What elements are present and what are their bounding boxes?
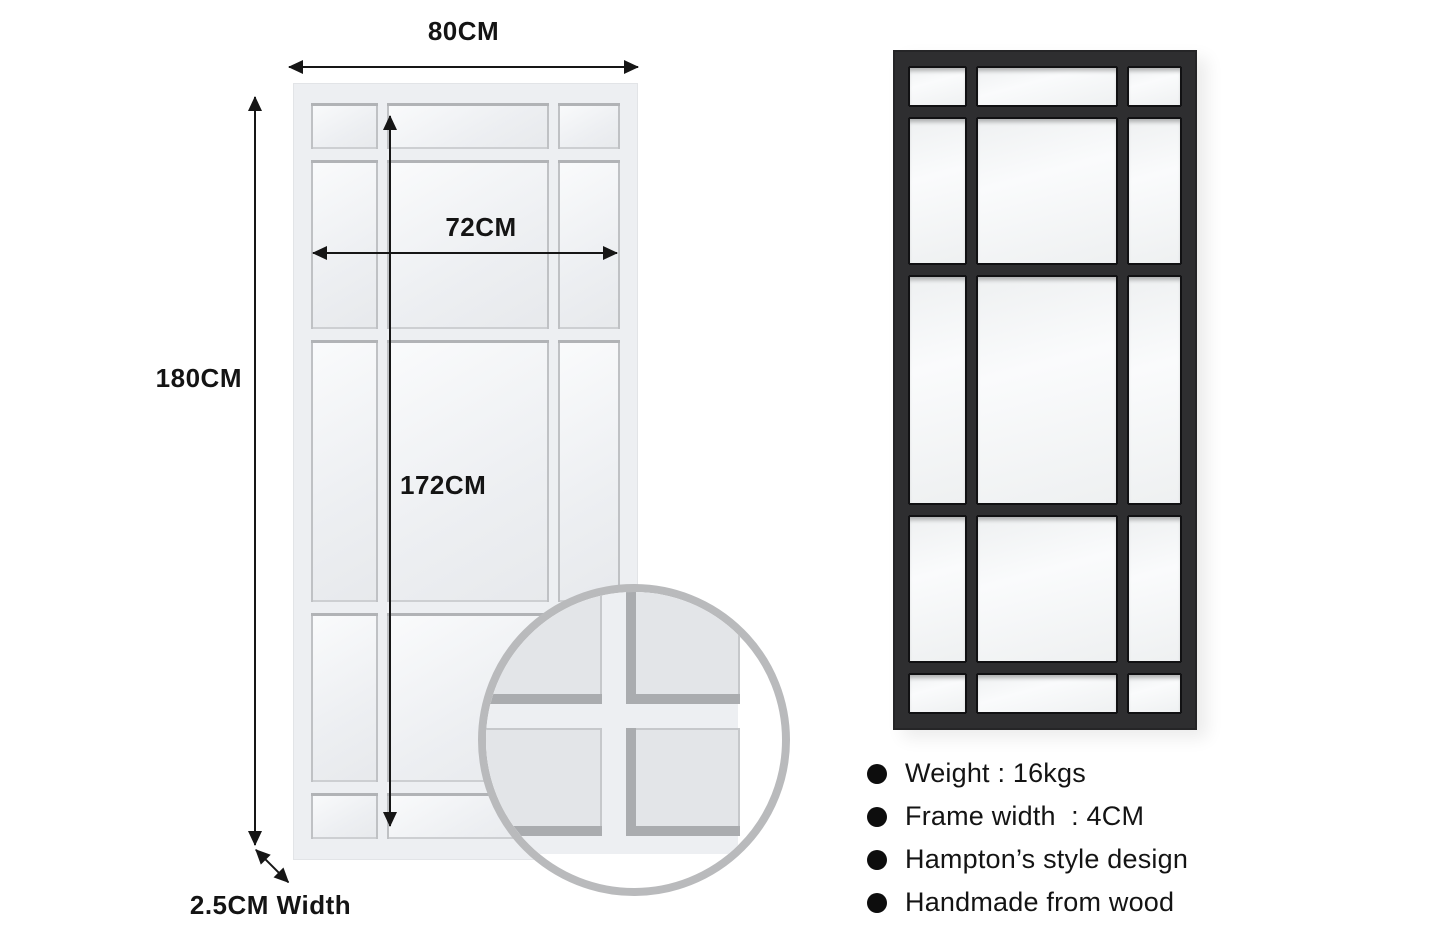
spec-label: Weight : 16kgs xyxy=(905,758,1086,788)
mirror-pane xyxy=(387,103,549,150)
mirror-product-photo xyxy=(893,50,1197,730)
mirror-pane xyxy=(1127,673,1182,714)
mirror-pane xyxy=(1127,275,1182,505)
mirror-pane xyxy=(1127,116,1182,266)
spec-item-weight: Weight : 16kgs xyxy=(867,752,1188,795)
spec-item-style: Hampton’s style design xyxy=(867,838,1188,881)
mirror-pane xyxy=(311,160,378,330)
spec-label: Handmade from wood xyxy=(905,887,1175,917)
mirror-pane xyxy=(908,116,967,266)
spec-label: Frame width : 4CM xyxy=(905,801,1145,831)
mirror-pane xyxy=(908,673,967,714)
inner-width-label: 72CM xyxy=(445,212,517,242)
overall-height-label: 180CM xyxy=(155,363,242,393)
mirror-pane xyxy=(558,160,620,330)
mirror-pane xyxy=(311,612,378,782)
mirror-pane xyxy=(387,340,549,602)
bullet-icon xyxy=(867,806,887,827)
mirror-pane xyxy=(1127,514,1182,664)
mirror-pane xyxy=(908,514,967,664)
inner-height-label: 172CM xyxy=(400,470,487,500)
zoom-detail-pane-grid xyxy=(486,592,740,836)
mirror-product-pane-grid xyxy=(893,50,1197,730)
mirror-pane xyxy=(311,340,378,602)
zoomed-mirror-pane xyxy=(626,592,740,704)
spec-item-material: Handmade from wood xyxy=(867,881,1188,924)
mirror-pane xyxy=(387,160,549,330)
mirror-pane xyxy=(558,103,620,150)
mirror-pane xyxy=(311,792,378,839)
mirror-pane xyxy=(908,66,967,107)
mirror-pane xyxy=(311,103,378,150)
zoomed-mirror-pane xyxy=(626,728,740,836)
spec-label: Hampton’s style design xyxy=(905,844,1189,874)
overall-height-arrow-icon xyxy=(254,97,257,845)
mirror-pane xyxy=(908,275,967,505)
zoom-detail-circle xyxy=(478,584,790,896)
mirror-pane xyxy=(975,275,1119,505)
frame-depth-arrow-icon xyxy=(254,849,290,884)
zoomed-mirror-pane xyxy=(486,592,602,704)
overall-width-label: 80CM xyxy=(427,16,500,46)
frame-depth-label: 2.5CM Width xyxy=(189,890,352,920)
mirror-pane xyxy=(1127,66,1182,107)
mirror-pane xyxy=(975,66,1119,107)
zoomed-mirror-pane xyxy=(486,728,602,836)
inner-width-arrow-icon xyxy=(313,252,617,255)
overall-width-arrow-icon xyxy=(289,66,638,69)
zoom-detail-mirror-body xyxy=(486,592,740,854)
mirror-pane xyxy=(558,340,620,602)
bullet-icon xyxy=(867,849,887,870)
mirror-pane xyxy=(975,116,1119,266)
bullet-icon xyxy=(867,763,887,784)
inner-height-arrow-icon xyxy=(389,116,392,826)
bullet-icon xyxy=(867,892,887,913)
mirror-pane xyxy=(975,673,1119,714)
spec-item-frame-width: Frame width : 4CM xyxy=(867,795,1188,838)
specs-list: Weight : 16kgs Frame width : 4CM Hampton… xyxy=(867,752,1188,924)
mirror-pane xyxy=(975,514,1119,664)
